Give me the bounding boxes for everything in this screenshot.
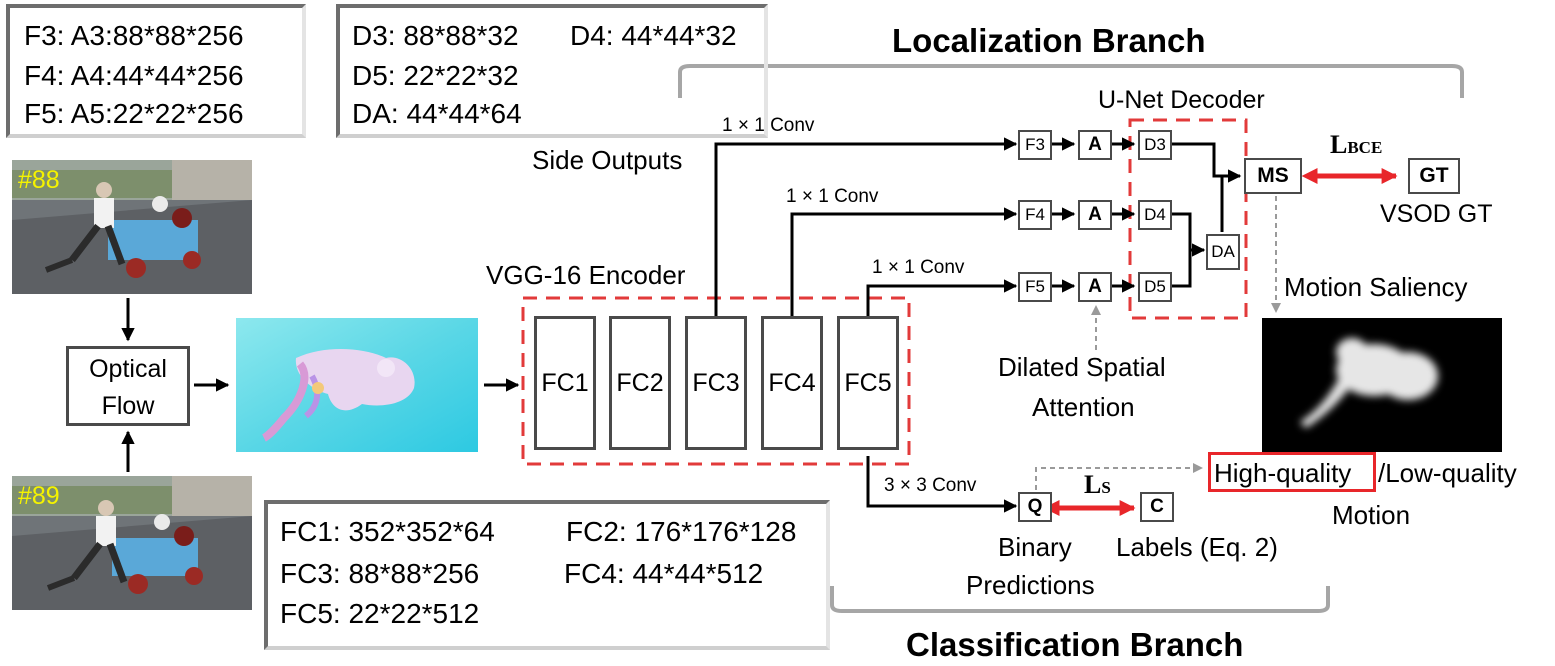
optical-flow-box: Optical Flow	[66, 346, 190, 426]
fc5-side-output	[866, 279, 1018, 316]
fc3-side-output	[714, 137, 1018, 316]
attention-dims-line: F3: A3:88*88*256	[24, 20, 244, 51]
encoder-dims-box: FC1: 352*352*64 FC2: 176*176*128 FC3: 88…	[264, 500, 830, 650]
motion-label: Motion	[1332, 500, 1411, 530]
localization-branch-title: Localization Branch	[892, 22, 1206, 59]
attention-dims-line: F4: A4:44*44*256	[24, 60, 244, 91]
encoder-dims-line: FC2: 176*176*128	[566, 516, 797, 547]
labels-caption: Labels (Eq. 2)	[1116, 532, 1278, 562]
optical-flow-label-line2: Flow	[101, 392, 155, 420]
fc4-side-output	[790, 207, 1018, 316]
low-quality-label: /Low-quality	[1378, 458, 1517, 488]
decoder-node-d4: D4	[1138, 200, 1172, 230]
localization-bracket	[678, 64, 1464, 98]
feature-box-f5: F5	[1018, 272, 1052, 302]
high-quality-label: High-quality	[1214, 458, 1352, 488]
conv-1x1-label-top: 1 × 1 Conv	[722, 115, 815, 136]
ground-truth-box: GT	[1408, 158, 1460, 194]
fc5-to-q	[866, 456, 1018, 513]
frame-number-label: #88	[18, 166, 60, 194]
spatial-attention-label-line1: Dilated Spatial	[998, 352, 1166, 382]
feature-box-f4: F4	[1018, 200, 1052, 230]
encoder-block-fc5: FC5	[837, 316, 899, 450]
conv-1x1-label-mid: 1 × 1 Conv	[786, 186, 879, 207]
spatial-attention-label-line2: Attention	[1032, 392, 1135, 422]
video-frame-88: #88	[12, 160, 252, 294]
attention-box-a3: A	[1078, 130, 1112, 160]
video-frame-89: #89	[12, 476, 252, 610]
optical-flow-label-line1: Optical	[89, 355, 167, 383]
attention-dims-line: F5: A5:22*22*256	[24, 98, 244, 129]
d4-to-da	[1170, 212, 1206, 257]
attention-box-a4: A	[1078, 200, 1112, 230]
conv-1x1-label-bottom: 1 × 1 Conv	[872, 257, 965, 278]
encoder-block-fc2: FC2	[609, 316, 671, 450]
encoder-title: VGG-16 Encoder	[486, 260, 686, 290]
decoder-dims-line: DA: 44*44*64	[352, 98, 522, 129]
q-to-quality-arrow	[1035, 463, 1203, 490]
decoder-dims-line: D5: 22*22*32	[352, 60, 519, 91]
side-outputs-label: Side Outputs	[532, 145, 683, 175]
decoder-node-d3: D3	[1138, 130, 1172, 160]
decoder-title: U-Net Decoder	[1098, 86, 1265, 114]
street-scene-image	[12, 160, 252, 294]
motion-saliency-caption: Motion Saliency	[1284, 272, 1468, 302]
street-scene-image	[12, 476, 252, 610]
flow-field-visual	[236, 318, 478, 452]
bce-loss-subscript: BCE	[1347, 138, 1383, 157]
d3-to-ms	[1170, 142, 1242, 183]
bce-loss-label: LBCE	[1330, 132, 1382, 158]
binary-predictions-caption-line2: Predictions	[966, 570, 1095, 600]
motion-saliency-map-image	[1262, 318, 1502, 452]
attention-box-a5: A	[1078, 272, 1112, 302]
binary-prediction-box: Q	[1018, 492, 1052, 522]
s-loss-symbol: L	[1084, 470, 1102, 499]
encoder-dims-line: FC3: 88*88*256	[280, 558, 480, 589]
d5-to-da	[1170, 250, 1192, 288]
decoder-dims-line: D3: 88*88*32	[352, 20, 519, 51]
label-box: C	[1140, 492, 1174, 522]
decoder-node-d5: D5	[1138, 272, 1172, 302]
encoder-block-fc3: FC3	[685, 316, 747, 450]
motion-saliency-output-box: MS	[1244, 158, 1302, 194]
binary-predictions-caption-line1: Binary	[998, 532, 1072, 562]
feature-box-f3: F3	[1018, 130, 1052, 160]
classification-bracket	[830, 586, 1330, 613]
s-loss-subscript: S	[1101, 478, 1111, 497]
encoder-dims-line: FC4: 44*44*512	[564, 558, 764, 589]
high-quality-highlight	[1208, 452, 1376, 492]
classification-branch-title: Classification Branch	[906, 626, 1244, 663]
encoder-block-fc4: FC4	[761, 316, 823, 450]
conv-3x3-label: 3 × 3 Conv	[884, 475, 977, 496]
encoder-dims-line: FC1: 352*352*64	[280, 516, 495, 547]
attention-dims-box: F3: A3:88*88*256 F4: A4:44*44*256 F5: A5…	[6, 4, 306, 138]
decoder-node-da: DA	[1206, 234, 1240, 270]
frame-number-label: #89	[18, 482, 60, 510]
bce-loss-symbol: L	[1330, 130, 1348, 159]
saliency-mask-visual	[1262, 318, 1502, 452]
s-loss-label: LS	[1084, 472, 1111, 498]
decoder-dims-box: D3: 88*88*32 D4: 44*44*32 D5: 22*22*32 D…	[336, 4, 768, 138]
optical-flow-image	[236, 318, 478, 452]
decoder-dims-line: D4: 44*44*32	[570, 20, 737, 51]
encoder-dims-line: FC5: 22*22*512	[280, 598, 480, 629]
encoder-block-fc1: FC1	[534, 316, 596, 450]
vsod-gt-caption: VSOD GT	[1380, 200, 1493, 228]
